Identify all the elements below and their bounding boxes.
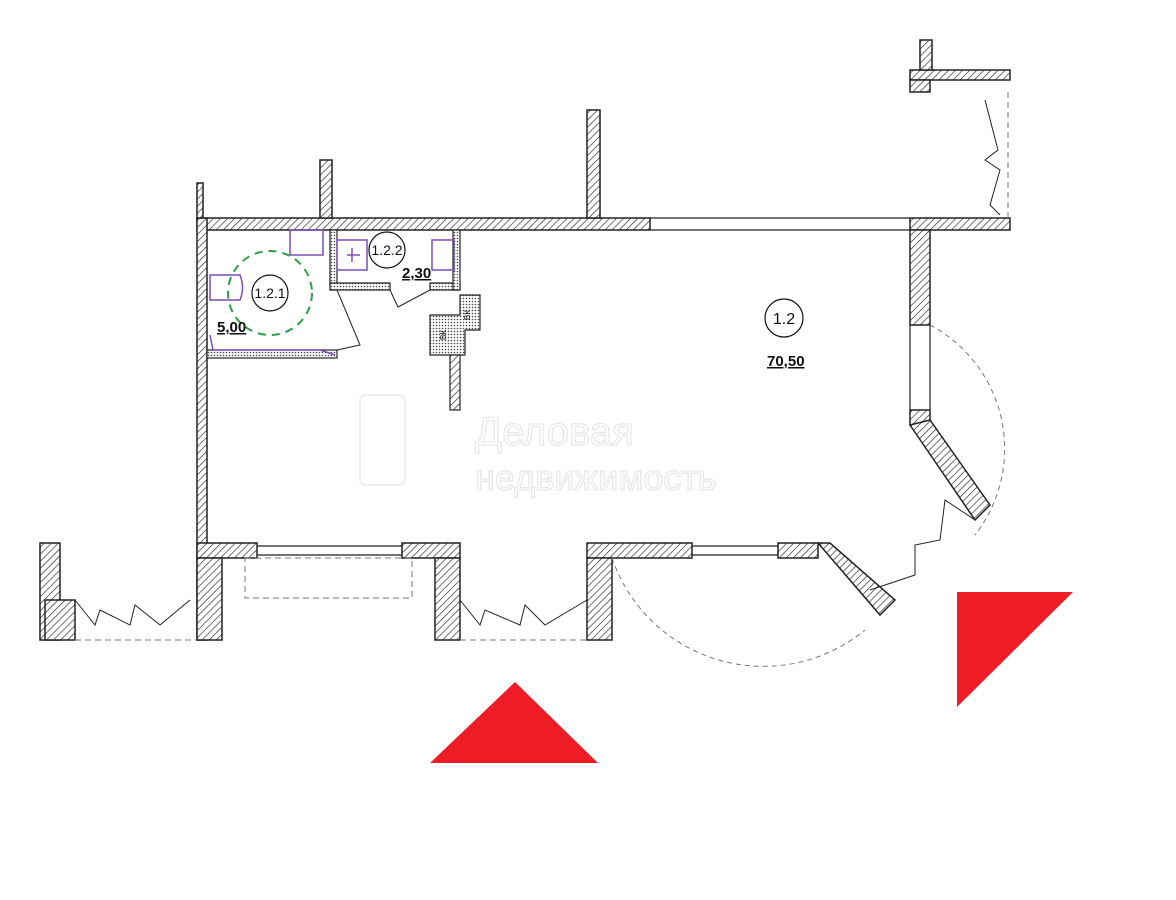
- watermark-line1: Деловая: [475, 410, 634, 454]
- room-1-2-1: 1.2.1 5,00: [217, 274, 289, 336]
- entrance-marker: [430, 682, 598, 763]
- room-1-2: 1.2 70,50: [764, 298, 805, 370]
- room-area: 2,30: [402, 265, 431, 282]
- watermark: Деловая недвижимость: [359, 394, 717, 499]
- toilet-icon: [209, 274, 244, 301]
- room-number: 1.2.1: [254, 285, 285, 301]
- room-number: 1.2: [773, 311, 795, 328]
- walls: [39, 39, 1011, 641]
- shaft-label: ВК: [463, 310, 472, 320]
- thin-wall: [257, 217, 931, 556]
- partitions: [206, 229, 481, 411]
- watermark-line2: недвижимость: [475, 457, 717, 498]
- room-area: 70,50: [767, 353, 805, 370]
- room-number: 1.2.2: [371, 242, 402, 258]
- doors: [74, 92, 1009, 667]
- handrail-icon: [209, 334, 336, 356]
- entrance-marker: [957, 592, 1073, 707]
- room-1-2-2: 1.2.2 2,30: [368, 231, 431, 282]
- shower-icon: [336, 239, 368, 271]
- sink-icon: [289, 229, 324, 256]
- plumbing-fixtures: [209, 229, 455, 356]
- turning-circle: [227, 250, 313, 336]
- shaft-label: ВК: [439, 330, 448, 340]
- sink-icon: [431, 239, 455, 271]
- room-area: 5,00: [217, 319, 246, 336]
